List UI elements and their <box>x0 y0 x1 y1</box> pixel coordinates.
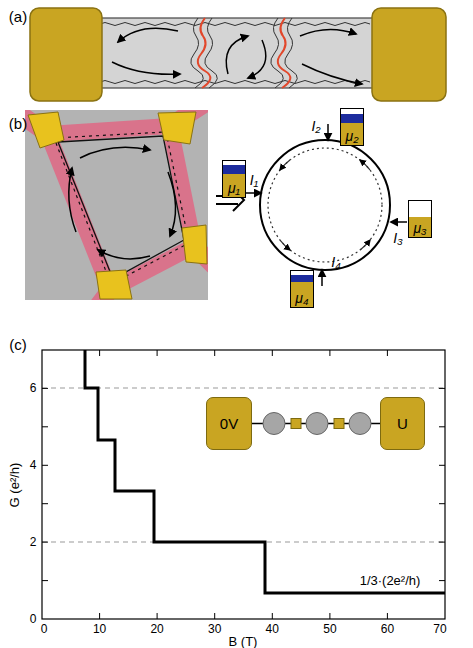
chirality-arrow <box>280 160 290 170</box>
reservoir-box: μ₄ <box>290 270 314 308</box>
tick-label: 6 <box>30 382 37 394</box>
current-arrow <box>391 221 407 223</box>
edge-current-arrow <box>69 168 76 232</box>
sem-background <box>25 110 208 300</box>
current-arrow <box>246 192 261 194</box>
dot-circle <box>263 413 285 435</box>
axis-ticks <box>42 350 445 619</box>
edge-current-arrow <box>300 29 356 36</box>
edge-current-arrow <box>226 36 248 74</box>
tick-label: 0 <box>30 613 37 625</box>
edge-state-wave <box>100 23 370 26</box>
potential-label: μ₄ <box>295 291 308 305</box>
contact-pad <box>372 8 446 101</box>
dot-circle <box>306 413 328 435</box>
sem-image <box>25 110 208 300</box>
contact-square <box>291 419 301 429</box>
edge-current-arrow <box>118 28 178 42</box>
contact-label: 0V <box>220 416 238 431</box>
panel-label: (c) <box>9 337 27 352</box>
constriction-line <box>198 18 211 88</box>
dot-circle <box>349 413 371 435</box>
edge-current-arrow <box>168 172 176 236</box>
contact-box: U <box>380 397 425 450</box>
edge-current-arrow <box>80 147 150 158</box>
edge-current-arrow <box>248 40 266 78</box>
current-label: I₁ <box>250 173 258 187</box>
ohmic-contact <box>28 112 64 148</box>
current-arrow <box>327 124 329 140</box>
grid-line <box>42 388 445 542</box>
potential-label: μ₁ <box>228 181 240 195</box>
tick-label: 60 <box>381 623 394 635</box>
edge-current-arrow <box>98 250 150 259</box>
contact-label: U <box>397 416 408 431</box>
tick-label: 40 <box>266 623 279 635</box>
tick-label: 2 <box>30 536 37 548</box>
ohmic-contact <box>182 225 207 264</box>
contact-square <box>334 419 344 429</box>
tick-label: 10 <box>93 623 106 635</box>
current-label: I₄ <box>331 255 341 269</box>
reservoir-box: μ₃ <box>408 200 432 238</box>
panel-label: (a) <box>9 9 27 24</box>
gate-lead <box>25 110 208 300</box>
current-arrow <box>321 270 323 286</box>
sample-circle <box>260 140 390 270</box>
edge-channel-dotted <box>268 148 382 262</box>
tick-label: 70 <box>433 623 446 635</box>
edge-scallop <box>54 132 189 284</box>
current-label: I₃ <box>393 231 402 245</box>
tick-label: 0 <box>41 623 48 635</box>
plot-frame <box>42 350 445 619</box>
edge-current-arrow <box>302 64 362 84</box>
conductance-curve <box>85 350 445 593</box>
edge-state-wave <box>100 81 370 84</box>
reservoir-box: μ₂ <box>340 108 364 146</box>
axis-title: B (T) <box>229 635 258 648</box>
chirality-arrow <box>280 240 290 250</box>
panel-label: (b) <box>9 116 27 131</box>
chirality-arrow <box>360 160 370 170</box>
contact-pad <box>30 8 102 101</box>
tick-label: 20 <box>150 623 163 635</box>
edge-channel <box>58 136 184 279</box>
gate-frame <box>48 126 194 290</box>
current-label: I₂ <box>311 119 320 133</box>
tick-label: 50 <box>323 623 336 635</box>
potential-label: μ₂ <box>345 129 358 143</box>
reservoir-box: μ₁ <box>222 160 246 198</box>
contact-box: 0V <box>206 397 252 450</box>
chirality-arrow <box>360 240 370 250</box>
wire-connector <box>252 423 380 425</box>
axis-title: G (e²/h) <box>8 463 21 508</box>
plateau-label: 1/3·(2e²/h) <box>360 574 421 587</box>
edge-current-arrow <box>112 62 180 74</box>
ohmic-contact <box>158 112 196 144</box>
constriction-line <box>278 18 291 88</box>
tick-label: 30 <box>208 623 221 635</box>
ohmic-contact <box>96 270 132 299</box>
potential-label: μ₃ <box>413 221 426 235</box>
sample-body <box>96 18 376 88</box>
tick-label: 4 <box>30 459 37 471</box>
